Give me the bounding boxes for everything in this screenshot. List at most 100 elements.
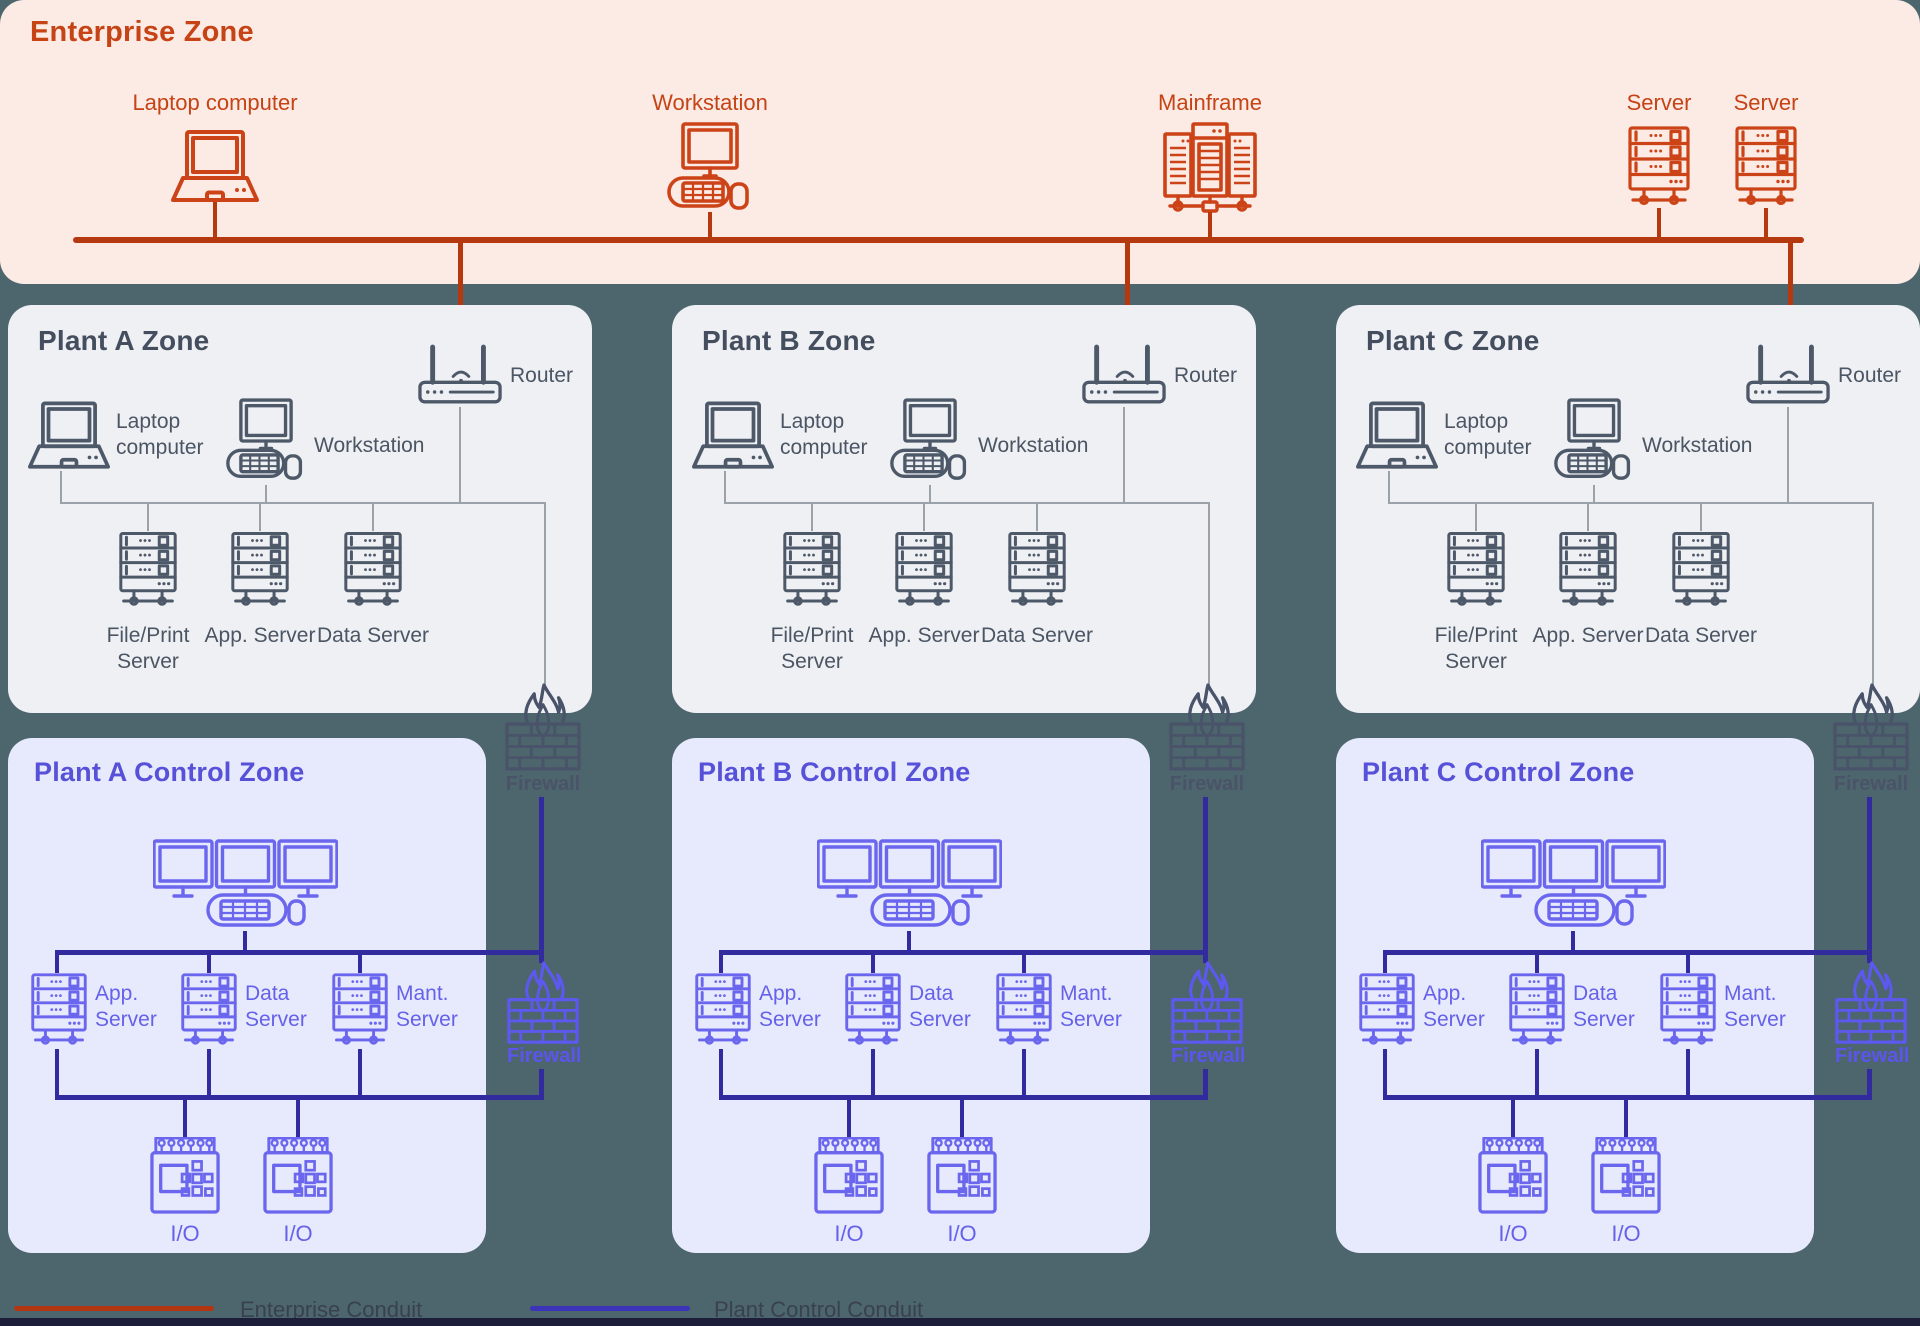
server-icon — [180, 973, 238, 1049]
data-server-label: Data Server — [316, 624, 430, 647]
router-icon — [1082, 343, 1166, 404]
enterprise-conduit-to-plant-a — [458, 240, 463, 340]
plant-control-zone-title: Plant A Control Zone — [34, 757, 305, 787]
legend-plant-control-conduit-label: Plant Control Conduit — [714, 1297, 924, 1322]
data-server-connector — [372, 504, 374, 531]
hmi-connector — [907, 931, 911, 952]
ctrl-mant-server-connector — [358, 953, 362, 973]
data-server-label: Data Server — [1644, 624, 1758, 647]
enterprise-server2-link — [1764, 208, 1768, 238]
plant-lan-bus — [724, 502, 1210, 504]
router-connector — [1787, 407, 1789, 504]
ctrl-data-server-down-connector — [207, 1049, 211, 1097]
enterprise-zone-title: Enterprise Zone — [30, 16, 254, 48]
hmi-workstation-icon — [817, 839, 1002, 935]
io-label: I/O — [1611, 1221, 1641, 1246]
data-server-label: Data Server — [980, 624, 1094, 647]
workstation-label: Workstation — [1642, 434, 1753, 457]
plant-zone-title: Plant B Zone — [702, 325, 876, 356]
control-upper-bus — [719, 950, 1208, 955]
hmi-connector — [1571, 931, 1575, 952]
conduit-through-firewall — [539, 1069, 544, 1098]
io2-connector — [1624, 1098, 1628, 1137]
hmi-workstation-icon — [153, 839, 338, 935]
workstation-label: Workstation — [978, 434, 1089, 457]
legend-plant-control-conduit-line — [530, 1306, 690, 1311]
enterprise-workstation-link — [708, 212, 712, 238]
io-module-icon — [1591, 1137, 1661, 1215]
enterprise-server1-link — [1657, 208, 1661, 238]
ctrl-data-server-down-connector — [1535, 1049, 1539, 1097]
fileprint-server-label: File/Print Server — [770, 624, 854, 673]
firewall-label: Firewall — [507, 1045, 582, 1067]
router-connector — [459, 407, 461, 504]
plant-zone-title: Plant C Zone — [1366, 325, 1540, 356]
server-icon — [1446, 531, 1506, 611]
router-label: Router — [1174, 364, 1238, 387]
laptop-connector — [1388, 471, 1390, 504]
ctrl-mant-server-down-connector — [1686, 1049, 1690, 1097]
server-icon — [331, 973, 389, 1049]
workstation-connector — [265, 485, 267, 504]
enterprise-server2-label: Server — [1733, 90, 1799, 115]
app-server-label: App. Server — [1532, 624, 1644, 647]
app-server-connector — [259, 504, 261, 531]
bottom-edge-bar — [0, 1318, 1920, 1326]
hmi-connector — [243, 931, 247, 952]
zone-column-a: Plant A Zone Router Laptop computer Work… — [8, 305, 592, 1326]
plant-control-zone-panel — [1336, 738, 1814, 1253]
io-module-icon — [814, 1137, 884, 1215]
plant-control-zone-title: Plant B Control Zone — [698, 757, 971, 787]
ctrl-mant-server-down-connector — [1022, 1049, 1026, 1097]
firewall-icon — [1833, 683, 1909, 771]
firewall-icon — [505, 683, 581, 771]
server-icon — [1558, 531, 1618, 611]
conduit-through-firewall — [1203, 1069, 1208, 1098]
firewall-icon — [507, 961, 579, 1044]
firewall-connector — [544, 504, 546, 685]
ctrl-data-server-connector — [207, 953, 211, 973]
workstation-icon — [890, 397, 970, 485]
fileprint-server-connector — [147, 504, 149, 531]
fileprint-server-connector — [1475, 504, 1477, 531]
io-label: I/O — [834, 1221, 864, 1246]
control-lower-bus — [1383, 1095, 1872, 1100]
router-label: Router — [510, 364, 574, 387]
control-lower-bus — [55, 1095, 544, 1100]
control-conduit-from-firewall — [1867, 797, 1872, 963]
ctrl-app-server-connector — [1383, 953, 1387, 973]
workstation-connector — [1593, 485, 1595, 504]
io1-connector — [183, 1098, 187, 1137]
laptop-icon — [171, 130, 259, 204]
laptop-icon — [692, 401, 774, 471]
workstation-icon — [667, 122, 753, 214]
enterprise-laptop-label: Laptop computer — [132, 90, 298, 115]
workstation-connector — [929, 485, 931, 504]
zone-column-c: Plant C Zone Router Laptop computer Work… — [1336, 305, 1920, 1326]
laptop-icon — [28, 401, 110, 471]
legend-enterprise-conduit-line — [14, 1306, 214, 1311]
ctrl-app-server-connector — [719, 953, 723, 973]
ctrl-data-server-down-connector — [871, 1049, 875, 1097]
enterprise-server1-label: Server — [1626, 90, 1692, 115]
app-server-label: App. Server — [204, 624, 316, 647]
ctrl-app-server-label: App. Server — [95, 982, 157, 1031]
app-server-connector — [923, 504, 925, 531]
io1-connector — [847, 1098, 851, 1137]
io-label: I/O — [170, 1221, 200, 1246]
router-icon — [418, 343, 502, 404]
router-icon — [1746, 343, 1830, 404]
firewall-icon — [1835, 961, 1907, 1044]
io-module-icon — [150, 1137, 220, 1215]
data-server-connector — [1036, 504, 1038, 531]
plant-control-zone-title: Plant C Control Zone — [1362, 757, 1635, 787]
ctrl-mant-server-down-connector — [358, 1049, 362, 1097]
ctrl-data-server-label: Data Server — [245, 982, 307, 1031]
io-module-icon — [263, 1137, 333, 1215]
plant-lan-bus — [1388, 502, 1874, 504]
fileprint-server-label: File/Print Server — [1434, 624, 1518, 673]
io-label: I/O — [1498, 1221, 1528, 1246]
fileprint-server-label: File/Print Server — [106, 624, 190, 673]
server-icon — [894, 531, 954, 611]
